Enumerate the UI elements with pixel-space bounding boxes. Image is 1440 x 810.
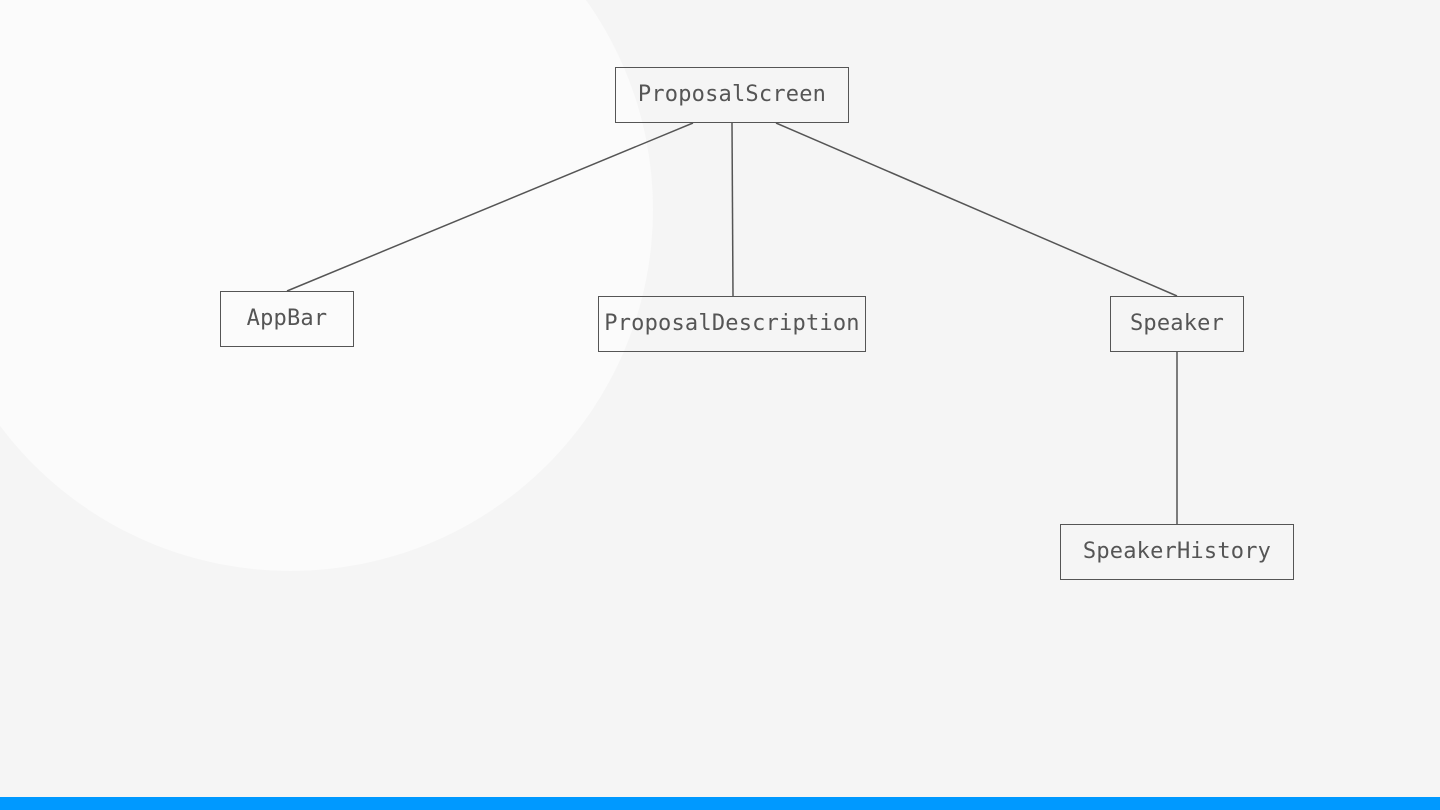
edge-proposalscreen-proposaldescription (731, 122, 734, 297)
node-speaker-history: SpeakerHistory (1060, 524, 1294, 580)
edge-proposalscreen-appbar (286, 122, 694, 292)
bottom-accent-bar (0, 797, 1440, 810)
node-proposal-description: ProposalDescription (598, 296, 866, 352)
node-speaker: Speaker (1110, 296, 1244, 352)
edge-proposalscreen-speaker (775, 122, 1178, 297)
node-appbar: AppBar (220, 291, 354, 347)
node-proposal-screen: ProposalScreen (615, 67, 849, 123)
